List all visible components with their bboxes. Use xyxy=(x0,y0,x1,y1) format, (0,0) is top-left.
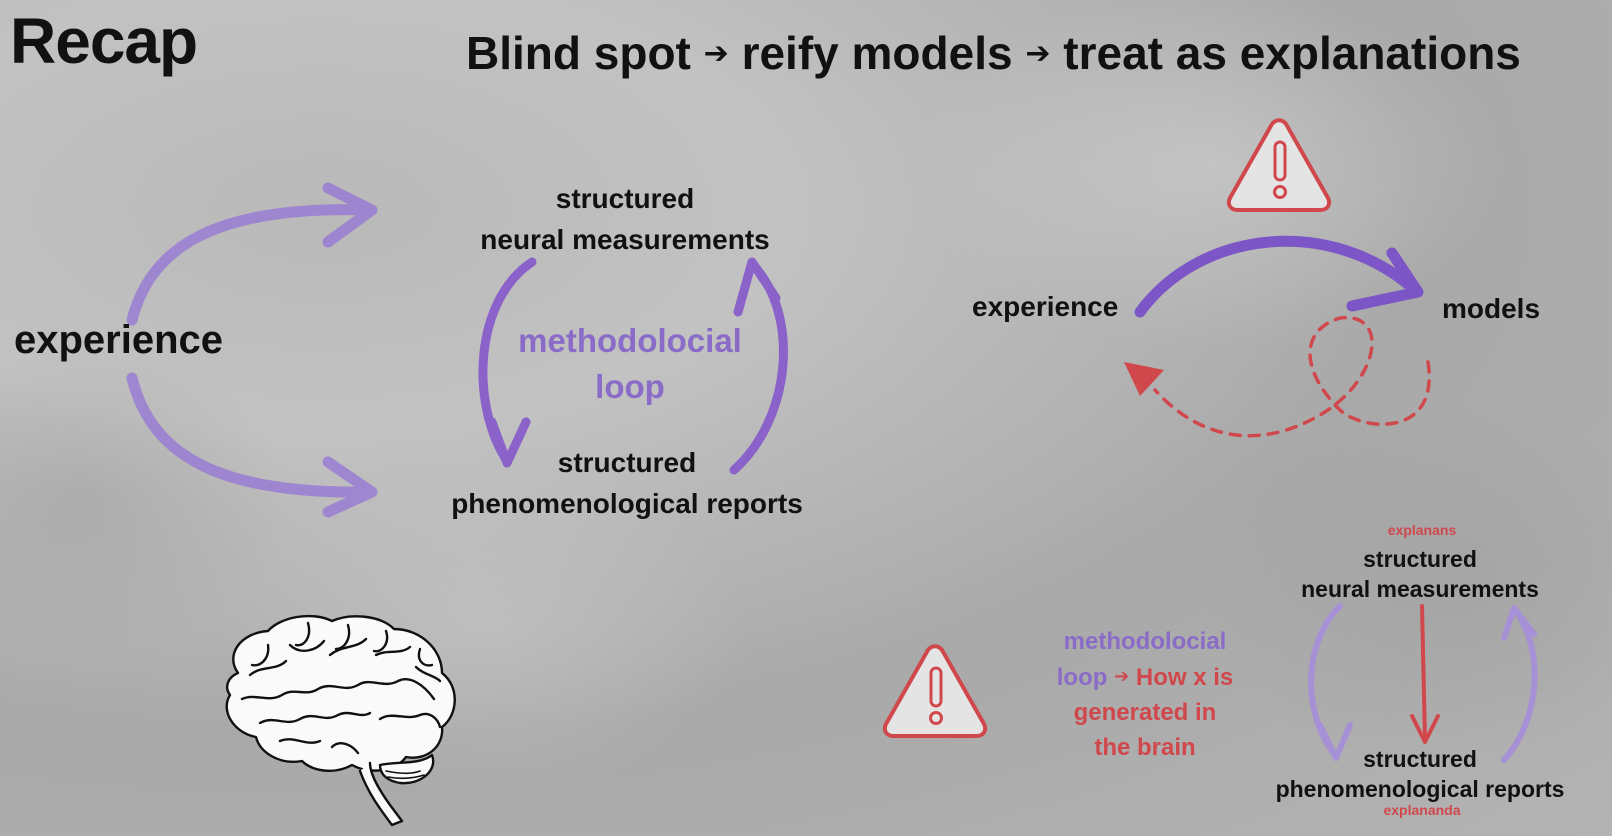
dashed-return-arrow xyxy=(1153,316,1431,438)
experience-label-right: experience xyxy=(972,291,1119,322)
dashed-return-arrowhead xyxy=(1124,362,1164,396)
warning-icon xyxy=(882,644,988,738)
headline-arrow-2: ➔ xyxy=(1025,37,1051,70)
neural-measurements-label-right: structured neural measurements xyxy=(1300,544,1540,604)
experience-label: experience xyxy=(14,318,224,362)
neural-measurements-line-2: neural measurements xyxy=(480,224,770,255)
warning-icon xyxy=(1226,118,1332,212)
phenomenological-reports-label-right: structured phenomenological reports xyxy=(1270,744,1570,804)
loop-explanation-line-3: generated in xyxy=(1073,699,1217,726)
loop-explanation-line-1: methodolocial xyxy=(1063,628,1227,655)
phenomenological-reports-right-line-2: phenomenological reports xyxy=(1275,776,1565,802)
neural-measurements-line-1: structured xyxy=(555,183,695,214)
explananda-label: explananda xyxy=(1383,802,1461,818)
phenomenological-reports-label: structured phenomenological reports xyxy=(432,442,822,524)
neural-measurements-right-line-1: structured xyxy=(1363,546,1477,572)
headline-part-3: treat as explanations xyxy=(1063,27,1521,79)
left-loop-arrows xyxy=(478,257,788,475)
explanans-explananda-arrow xyxy=(1410,604,1440,744)
loop-line-2: loop xyxy=(595,368,665,405)
loop-explanation-arrow: ➔ xyxy=(1114,666,1130,686)
phenomenological-reports-line-1: structured xyxy=(557,447,697,478)
right-loop-arrows xyxy=(1308,603,1538,763)
headline-part-1: Blind spot xyxy=(466,27,691,79)
phenomenological-reports-line-2: phenomenological reports xyxy=(451,488,803,519)
phenomenological-reports-right-line-1: structured xyxy=(1363,746,1477,772)
explanans-label: explanans xyxy=(1387,522,1457,538)
loop-line-1: methodolocial xyxy=(518,322,742,359)
slide-title: Recap xyxy=(10,5,198,77)
headline-part-2: reify models xyxy=(741,27,1013,79)
headline-arrow-1: ➔ xyxy=(703,37,729,70)
methodological-loop-label: methodolocial loop xyxy=(500,318,760,410)
loop-explanation-line-2: loop ➔ How x is xyxy=(1040,659,1250,695)
neural-measurements-label: structured neural measurements xyxy=(460,178,790,260)
models-label: models xyxy=(1442,293,1541,324)
experience-models-arrow xyxy=(1134,235,1424,318)
neural-measurements-right-line-2: neural measurements xyxy=(1301,576,1539,602)
loop-explanation-loop: loop xyxy=(1056,664,1108,691)
loop-explanation-label: methodolocial loop ➔ How x is generated … xyxy=(1040,624,1250,765)
loop-explanation-line-4: the brain xyxy=(1094,734,1196,761)
brain-icon xyxy=(225,614,456,827)
headline: Blind spot ➔ reify models ➔ treat as exp… xyxy=(466,26,1521,80)
experience-branch-arrows xyxy=(126,182,378,518)
loop-explanation-how: How x is xyxy=(1135,664,1234,691)
